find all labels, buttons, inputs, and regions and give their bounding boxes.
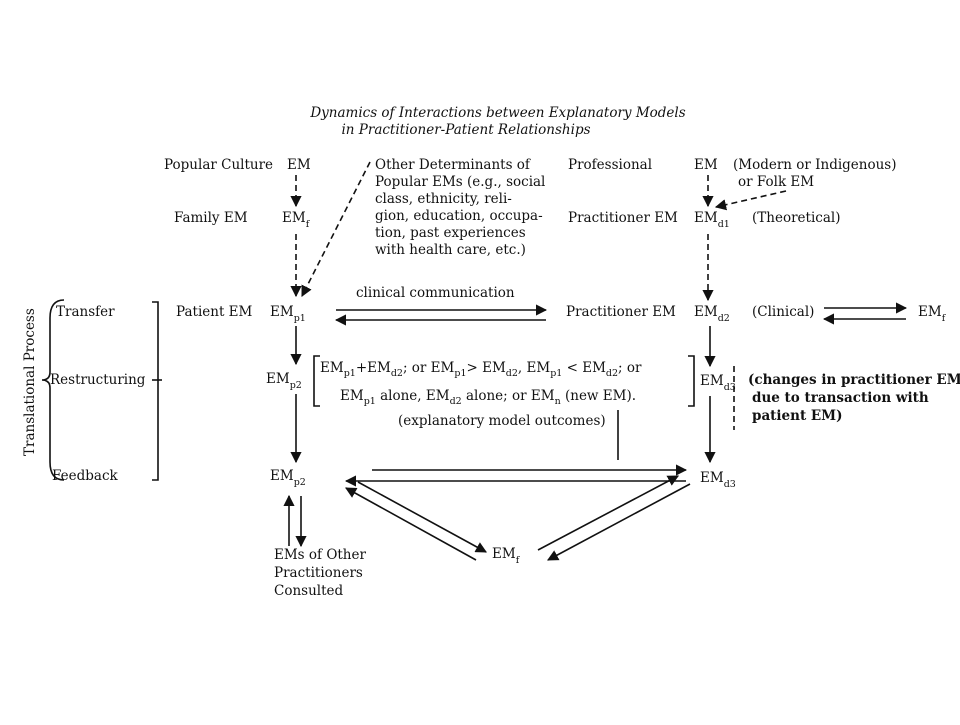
transfer-label: Transfer [56, 304, 115, 320]
other-practitioners-line: Consulted [274, 583, 344, 599]
practitioner-em-theoretical-label: Practitioner EM [568, 210, 678, 226]
em-p2-feedback-symbol: EMp2 [270, 468, 306, 488]
practitioner-changes-text: (changes in practitioner EM due to trans… [748, 372, 960, 424]
em-d3-restructure-symbol: EMd3 [700, 373, 736, 393]
popular-culture-em: EM [287, 157, 311, 173]
other-determinants-line: Popular EMs (e.g., social [375, 174, 545, 190]
clinical-communication-label: clinical communication [356, 285, 515, 301]
em-f-right-symbol: EMf [918, 304, 947, 324]
other-determinants-line: with health care, etc.) [375, 242, 526, 258]
other-determinants-line: gion, education, occupa- [375, 208, 543, 224]
other-practitioners-text: EMs of Other Practitioners Consulted [274, 547, 366, 599]
title-line-2: in Practitioner-Patient Relationships [341, 122, 590, 138]
folk-to-p2-arrow [345, 487, 477, 561]
other-practitioners-line: Practitioners [274, 565, 363, 581]
feedback-label: Feedback [52, 468, 119, 484]
folk-to-d3-arrow [537, 475, 679, 551]
other-determinants-line: class, ethnicity, reli- [375, 191, 512, 207]
popular-culture-label: Popular Culture [164, 157, 273, 173]
other-determinants-line: Other Determinants of [375, 157, 531, 173]
translational-process-label: Translational Process [22, 308, 38, 456]
title-line-1: Dynamics of Interactions between Explana… [309, 105, 685, 121]
translational-brace [41, 299, 65, 481]
explanatory-outcomes-label: (explanatory model outcomes) [398, 413, 606, 429]
practitioner-em-clinical-label: Practitioner EM [566, 304, 676, 320]
determinants-to-patient-dashed-arrow [301, 161, 371, 297]
other-practitioners-line: EMs of Other [274, 547, 366, 563]
changes-line: patient EM) [752, 408, 843, 424]
professional-em: EM [694, 157, 718, 173]
d3-to-folk-arrow [547, 483, 691, 561]
em-p2-restructure-symbol: EMp2 [266, 371, 302, 391]
folk-to-practitioner-dashed-arrow [714, 190, 787, 211]
phase-bracket [152, 301, 159, 481]
em-f-bottom-symbol: EMf [492, 546, 521, 566]
outcomes-left-bracket [313, 355, 320, 407]
em-d2-symbol: EMd2 [694, 304, 730, 324]
changes-line: (changes in practitioner EM [748, 372, 960, 388]
changes-line: due to transaction with [752, 390, 929, 406]
outcomes-right-bracket [688, 355, 695, 407]
folk-em-label: or Folk EM [738, 174, 814, 190]
other-determinants-line: tion, past experiences [375, 225, 526, 241]
outcomes-row-2: EMp1 alone, EMd2 alone; or EMn (new EM). [340, 388, 636, 407]
patient-em-label: Patient EM [176, 304, 253, 320]
modern-indigenous-label: (Modern or Indigenous) [733, 157, 897, 173]
professional-label: Professional [568, 157, 652, 173]
p2-to-folk-arrow [357, 481, 487, 553]
em-f-symbol: EMf [282, 210, 311, 230]
outcomes-row-1: EMp1+EMd2; or EMp1> EMd2, EMp1 < EMd2; o… [320, 360, 642, 379]
em-p1-symbol: EMp1 [270, 304, 306, 324]
em-d1-symbol: EMd1 [694, 210, 730, 230]
theoretical-label: (Theoretical) [752, 210, 840, 226]
other-determinants-text: Other Determinants of Popular EMs (e.g.,… [375, 157, 545, 258]
clinical-label: (Clinical) [752, 304, 814, 320]
family-em-label: Family EM [174, 210, 248, 226]
em-d3-feedback-symbol: EMd3 [700, 470, 736, 490]
restructuring-label: Restructuring [50, 372, 146, 388]
